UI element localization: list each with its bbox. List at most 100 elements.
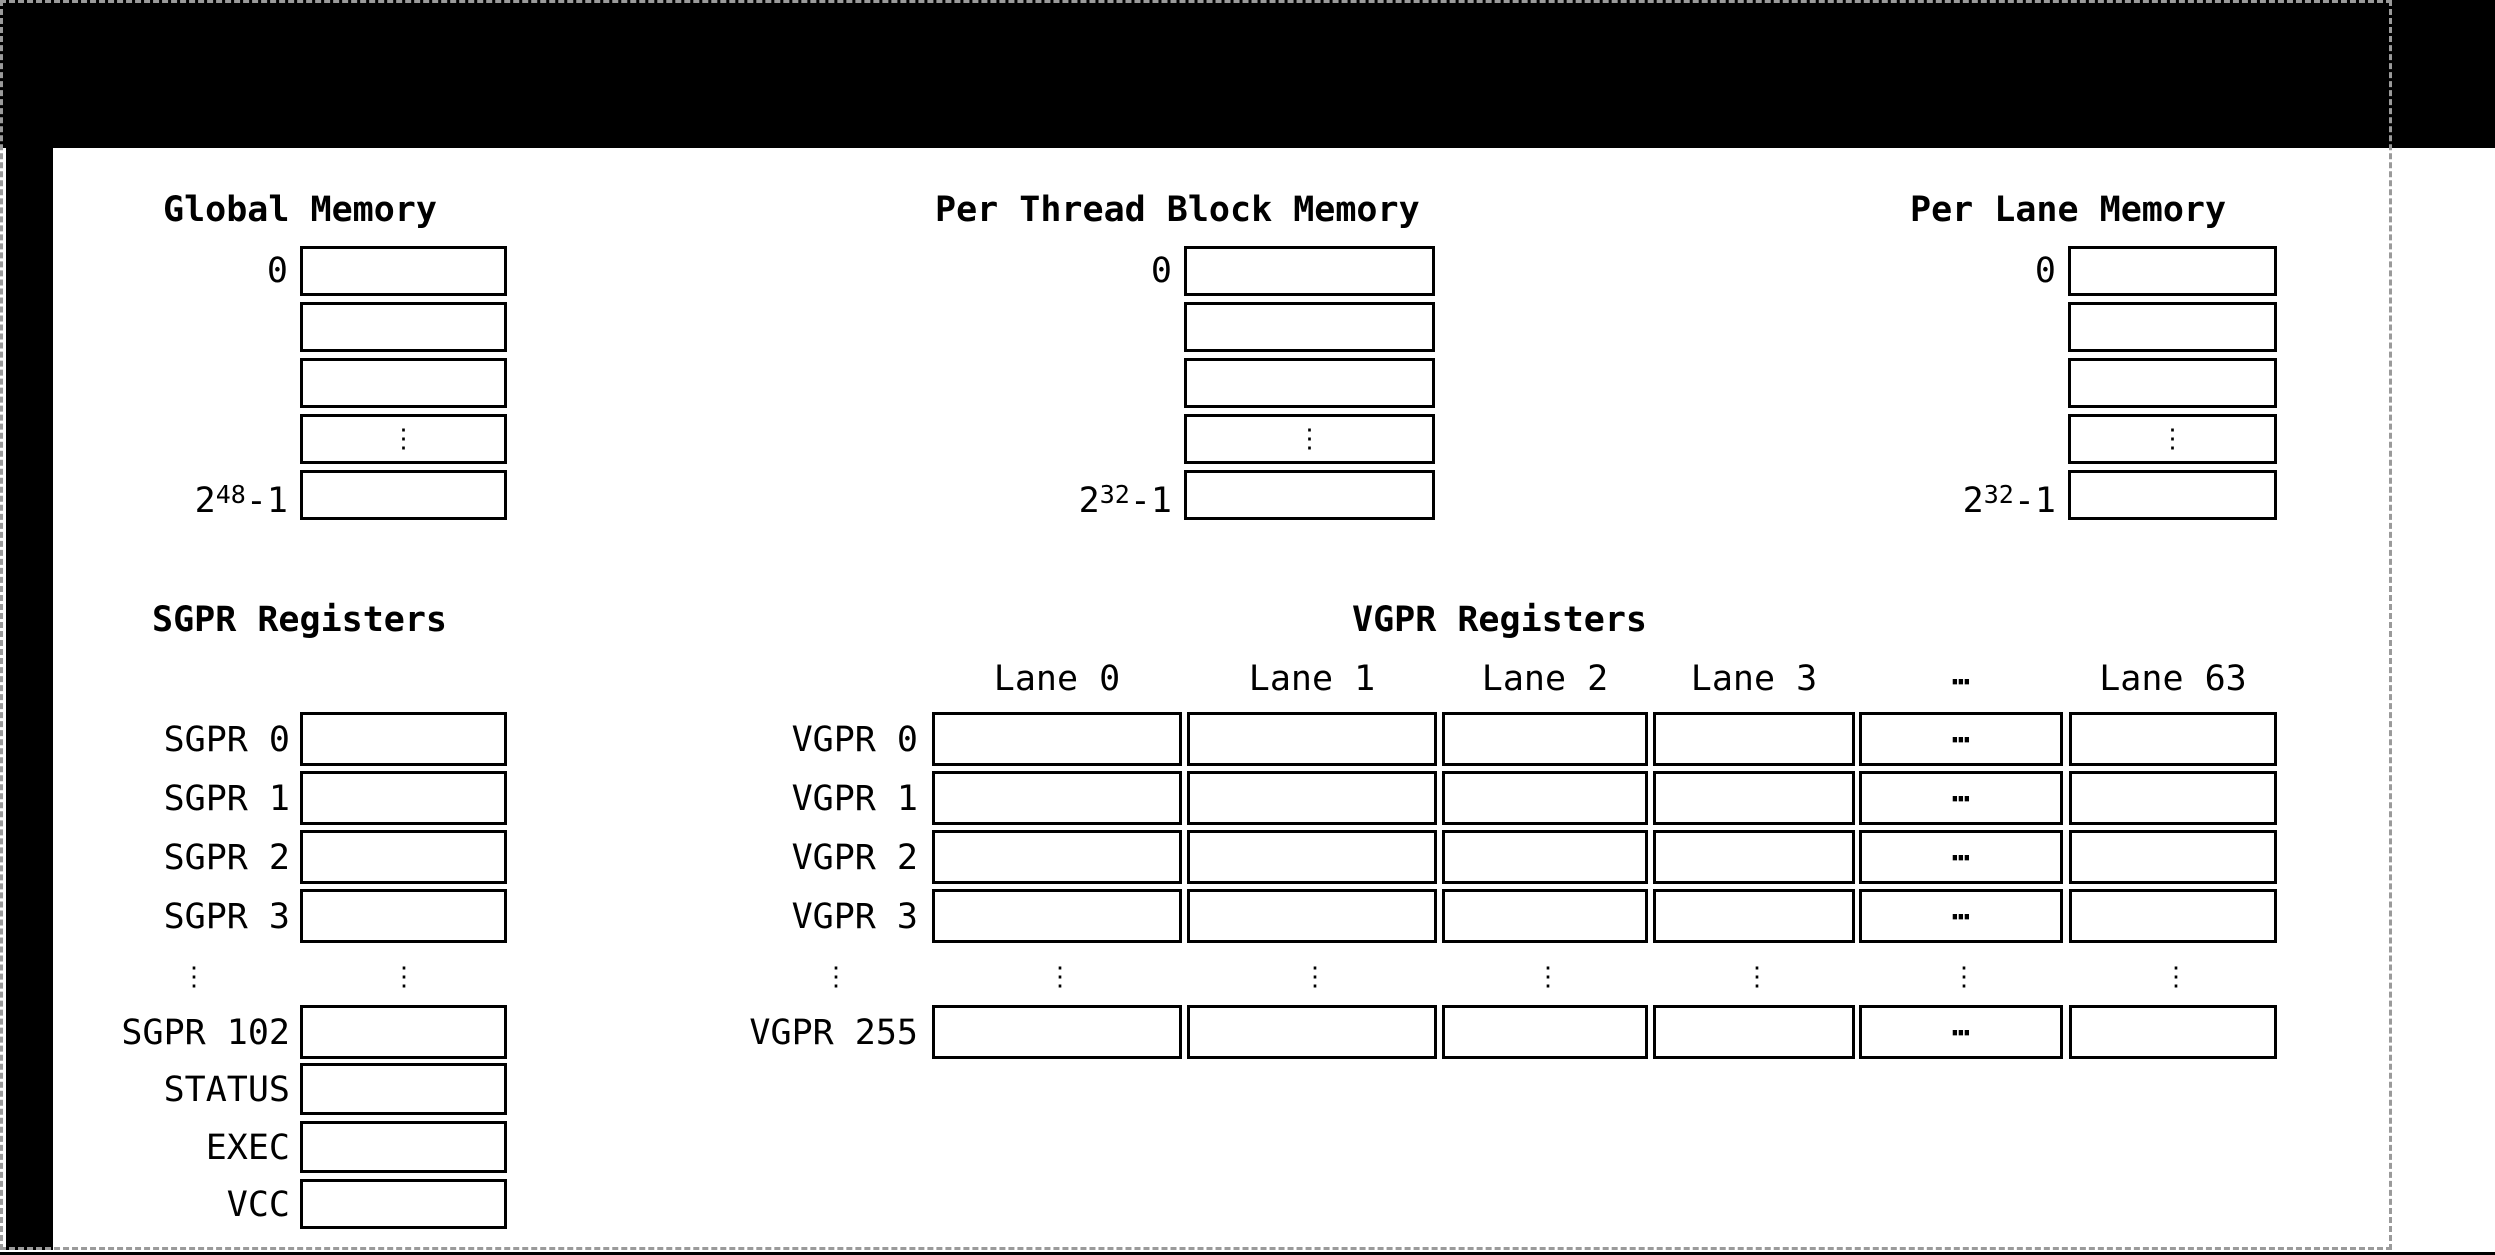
horizontal-ellipsis: ⋯ [1951, 721, 1971, 757]
vertical-ellipsis: ⋮ [1302, 962, 1328, 992]
global-memory-last-address-label: 248-1 [88, 477, 288, 519]
address-suffix: -1 [2013, 481, 2056, 521]
per-lane-memory-cell [2068, 470, 2277, 520]
vgpr-register-cell [932, 1005, 1182, 1059]
vgpr-register-cell [2069, 1005, 2277, 1059]
global-memory-cell [300, 358, 507, 408]
vertical-ellipsis: ⋮ [823, 962, 849, 992]
sgpr-register-cell [300, 1005, 507, 1059]
sgpr-exec-label: EXEC [205, 1128, 290, 1168]
global-memory-cell [300, 470, 507, 520]
sgpr-vcc-cell [300, 1179, 507, 1229]
per-lane-first-address-label: 0 [2034, 251, 2056, 291]
vgpr-register-cell [1653, 830, 1855, 884]
global-memory-cell [300, 302, 507, 352]
vgpr-register-cell [1653, 712, 1855, 766]
vgpr-register-cell [1442, 771, 1648, 825]
sgpr-row-label: SGPR 102 [121, 1013, 290, 1053]
sgpr-exec-cell [300, 1121, 507, 1173]
sgpr-row-label: SGPR 0 [163, 720, 290, 760]
per-lane-memory-cell [2068, 246, 2277, 296]
per-thread-block-memory-cell [1184, 470, 1435, 520]
address-exponent: 48 [215, 480, 246, 509]
vgpr-register-cell [1442, 889, 1648, 943]
sgpr-register-cell [300, 712, 507, 766]
per-thread-block-memory-ellipsis-cell: ⋮ [1184, 414, 1435, 464]
address-suffix: -1 [245, 481, 288, 521]
horizontal-ellipsis: ⋯ [1951, 1014, 1971, 1050]
per-thread-block-memory-cell [1184, 358, 1435, 408]
vgpr-register-cell [1187, 889, 1437, 943]
vgpr-register-cell [2069, 712, 2277, 766]
window-left-bar [6, 148, 53, 1250]
vgpr-register-cell [1187, 771, 1437, 825]
vertical-ellipsis: ⋮ [1535, 962, 1561, 992]
horizontal-ellipsis: ⋯ [1951, 898, 1971, 934]
vgpr-register-cell [1187, 830, 1437, 884]
vgpr-register-cell [932, 889, 1182, 943]
vgpr-register-cell [2069, 830, 2277, 884]
vgpr-register-cell [932, 712, 1182, 766]
global-memory-cell [300, 246, 507, 296]
per-thread-block-memory-title: Per Thread Block Memory [935, 190, 1420, 230]
window-top-bar [0, 0, 2495, 148]
address-base: 2 [1962, 481, 1984, 521]
vertical-ellipsis: ⋮ [1744, 962, 1770, 992]
vgpr-register-cell [1653, 889, 1855, 943]
vertical-ellipsis: ⋮ [1296, 424, 1323, 454]
vgpr-register-cell [2069, 889, 2277, 943]
vertical-ellipsis: ⋮ [1951, 962, 1977, 992]
vgpr-row-label: VGPR 0 [791, 720, 918, 760]
vgpr-register-cell [1187, 1005, 1437, 1059]
vertical-ellipsis: ⋮ [1047, 962, 1073, 992]
sgpr-row-label: SGPR 3 [163, 897, 290, 937]
vgpr-ellipsis-cell: ⋯ [1859, 889, 2063, 943]
vgpr-ellipsis-cell: ⋯ [1859, 830, 2063, 884]
sgpr-register-cell [300, 771, 507, 825]
vgpr-register-cell [932, 771, 1182, 825]
vgpr-register-cell [1442, 1005, 1648, 1059]
per-thread-block-memory-cell [1184, 302, 1435, 352]
vgpr-row-label: VGPR 1 [791, 779, 918, 819]
per-lane-memory-ellipsis-cell: ⋮ [2068, 414, 2277, 464]
per-lane-memory-cell [2068, 358, 2277, 408]
window-bottom-edge [0, 1252, 2495, 1255]
sgpr-register-cell [300, 889, 507, 943]
lane-header: Lane 1 [1248, 659, 1376, 699]
lane-header-ellipsis: ⋯ [1951, 664, 1971, 699]
lane-header: Lane 3 [1690, 659, 1818, 699]
vgpr-ellipsis-cell: ⋯ [1859, 712, 2063, 766]
address-base: 2 [1078, 481, 1100, 521]
global-memory-ellipsis-cell: ⋮ [300, 414, 507, 464]
vgpr-register-cell [932, 830, 1182, 884]
vgpr-register-cell [1442, 830, 1648, 884]
sgpr-register-cell [300, 830, 507, 884]
sgpr-row-label: SGPR 2 [163, 838, 290, 878]
vgpr-register-cell [1187, 712, 1437, 766]
vgpr-register-cell [2069, 771, 2277, 825]
vgpr-row-label: VGPR 2 [791, 838, 918, 878]
vgpr-ellipsis-cell: ⋯ [1859, 771, 2063, 825]
sgpr-status-cell [300, 1063, 507, 1115]
global-memory-first-address-label: 0 [266, 251, 288, 291]
vertical-ellipsis: ⋮ [181, 962, 207, 992]
vgpr-ellipsis-cell: ⋯ [1859, 1005, 2063, 1059]
vertical-ellipsis: ⋮ [2159, 424, 2186, 454]
per-thread-block-memory-cell [1184, 246, 1435, 296]
sgpr-row-label: SGPR 1 [163, 779, 290, 819]
sgpr-status-label: STATUS [163, 1070, 290, 1110]
horizontal-ellipsis: ⋯ [1951, 839, 1971, 875]
vertical-ellipsis: ⋮ [2163, 962, 2189, 992]
sgpr-registers-title: SGPR Registers [152, 600, 448, 640]
lane-header: Lane 0 [993, 659, 1121, 699]
per-lane-memory-cell [2068, 302, 2277, 352]
lane-header: Lane 2 [1481, 659, 1609, 699]
vgpr-row-label: VGPR 3 [791, 897, 918, 937]
vgpr-row-label: VGPR 255 [749, 1013, 918, 1053]
per-thread-block-last-address-label: 232-1 [972, 477, 1172, 519]
horizontal-ellipsis: ⋯ [1951, 780, 1971, 816]
sgpr-vcc-label: VCC [226, 1185, 290, 1225]
vgpr-registers-title: VGPR Registers [1352, 600, 1648, 640]
address-exponent: 32 [1099, 480, 1130, 509]
